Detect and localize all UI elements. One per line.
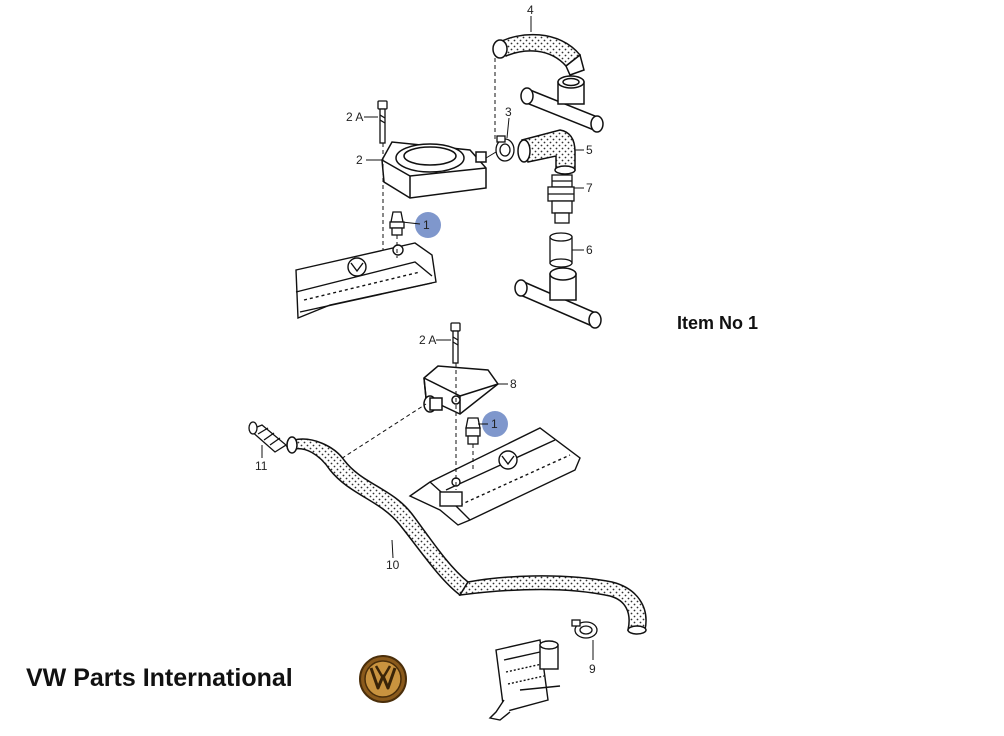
callout-7: 7 bbox=[586, 181, 593, 195]
clamp-3 bbox=[495, 135, 515, 162]
valve-7 bbox=[547, 174, 575, 224]
top-tee-pipe bbox=[520, 75, 604, 133]
vw-roundel-logo-icon bbox=[359, 655, 407, 703]
clamp-9 bbox=[571, 619, 598, 639]
top-valve-cover bbox=[295, 242, 437, 320]
callout-1-bottom: 1 bbox=[491, 417, 498, 431]
callout-10: 10 bbox=[386, 558, 400, 572]
bolt-2a-bottom bbox=[450, 322, 461, 364]
highlight-bottom bbox=[482, 411, 508, 437]
fitting-11 bbox=[248, 421, 288, 453]
brand-name: VW Parts International bbox=[26, 664, 293, 692]
pcv-valve-bottom bbox=[488, 639, 561, 721]
callout-1-top: 1 bbox=[423, 218, 430, 232]
elbow-hose-5 bbox=[517, 129, 576, 175]
callout-leaders bbox=[261, 16, 594, 660]
callout-2: 2 bbox=[356, 153, 363, 167]
grommet-top bbox=[389, 211, 405, 236]
callout-8: 8 bbox=[510, 377, 517, 391]
lower-valve-cover bbox=[408, 427, 581, 526]
grommet-bottom bbox=[465, 417, 481, 445]
callout-5: 5 bbox=[586, 143, 593, 157]
callout-9: 9 bbox=[589, 662, 596, 676]
breather-housing bbox=[381, 141, 487, 199]
callout-2a-top: 2 A bbox=[346, 110, 363, 124]
callout-11: 11 bbox=[255, 459, 268, 473]
highlight-top bbox=[415, 212, 441, 238]
breather-housing-8 bbox=[423, 365, 500, 415]
hose-10 bbox=[286, 436, 647, 635]
callout-4: 4 bbox=[527, 3, 534, 17]
callout-6: 6 bbox=[586, 243, 593, 257]
lower-tee-pipe bbox=[514, 267, 602, 329]
callout-2a-bottom: 2 A bbox=[419, 333, 436, 347]
hose-4 bbox=[492, 33, 585, 76]
item-number-label: Item No 1 bbox=[677, 313, 759, 333]
callout-3: 3 bbox=[505, 105, 512, 119]
bolt-2a-top bbox=[377, 100, 388, 144]
sleeve-6 bbox=[549, 232, 573, 268]
